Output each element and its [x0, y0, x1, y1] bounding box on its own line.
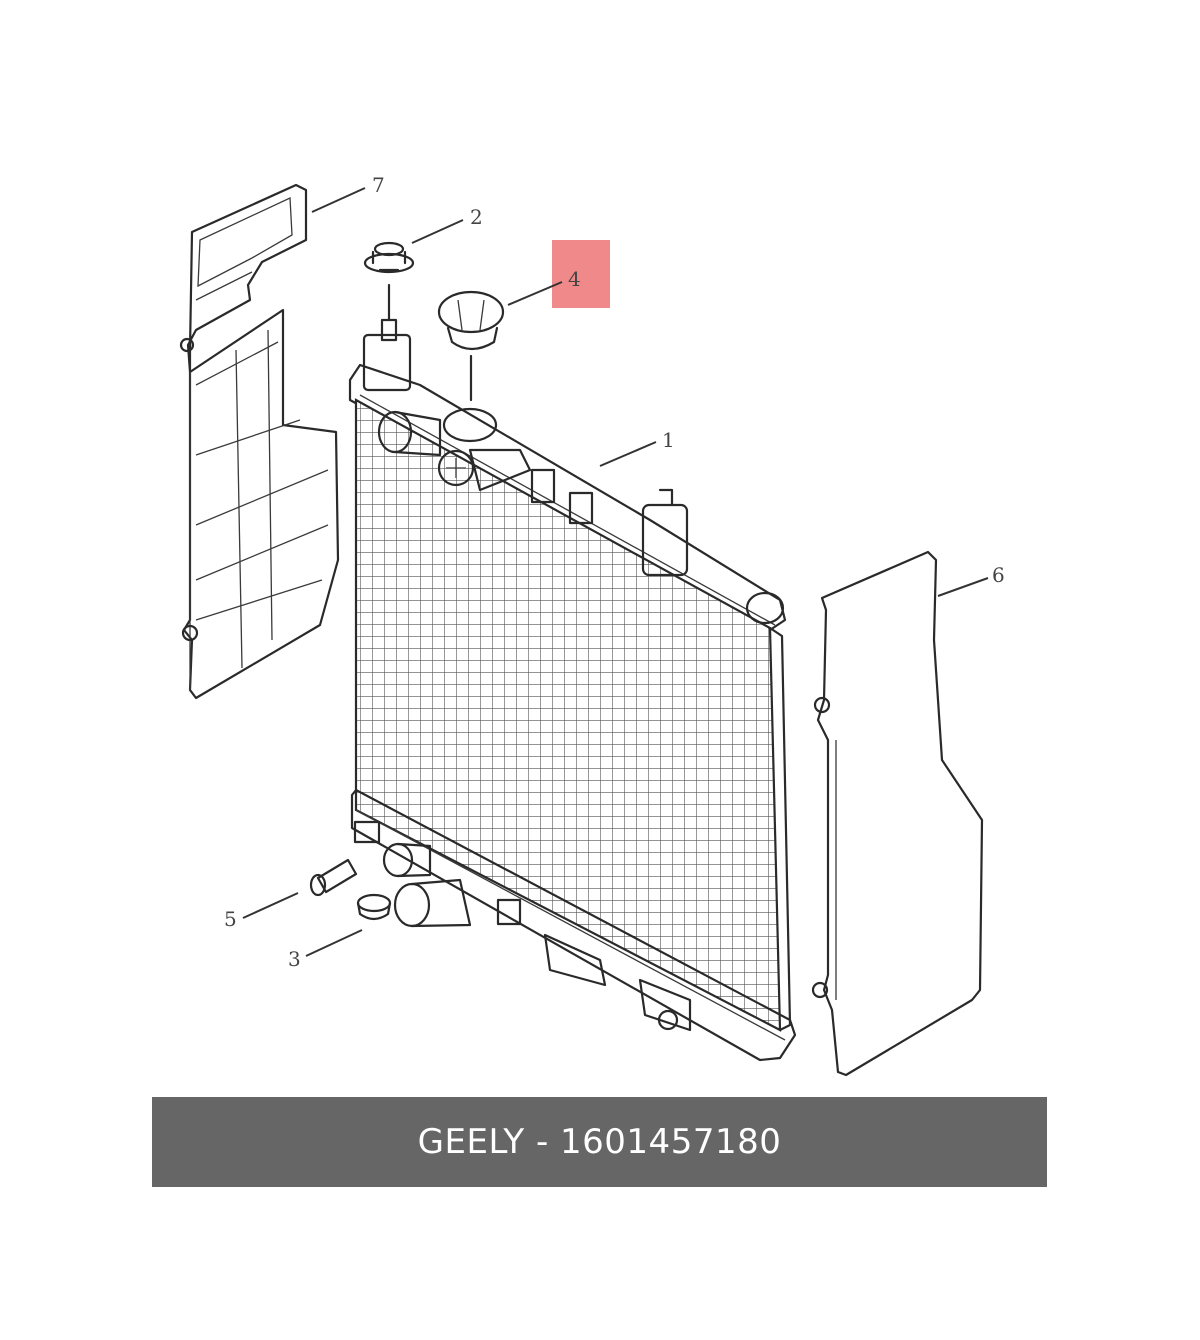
callout-2: 2 — [470, 205, 483, 229]
radiator-exploded-diagram: 7 2 4 1 6 5 3 — [179, 173, 1005, 1077]
callout-4-highlight — [552, 240, 610, 308]
left-air-deflector — [179, 183, 340, 700]
callout-3: 3 — [288, 947, 301, 971]
leader-lines — [242, 187, 989, 957]
callout-1: 1 — [662, 428, 675, 452]
callout-7: 7 — [372, 173, 385, 197]
right-air-deflector — [811, 550, 984, 1077]
callout-4: 4 — [568, 267, 581, 291]
callout-5: 5 — [224, 907, 237, 931]
part-number-caption: GEELY - 1601457180 — [417, 1122, 782, 1162]
bottom-grommet — [356, 893, 392, 921]
radiator-filler-cap — [437, 290, 505, 402]
radiator-core-assembly — [348, 318, 797, 1062]
rubber-cap-top — [363, 241, 415, 322]
part-number-caption-bar: GEELY - 1601457180 — [152, 1097, 1047, 1187]
drain-plug — [309, 858, 358, 897]
callout-6: 6 — [992, 563, 1005, 587]
